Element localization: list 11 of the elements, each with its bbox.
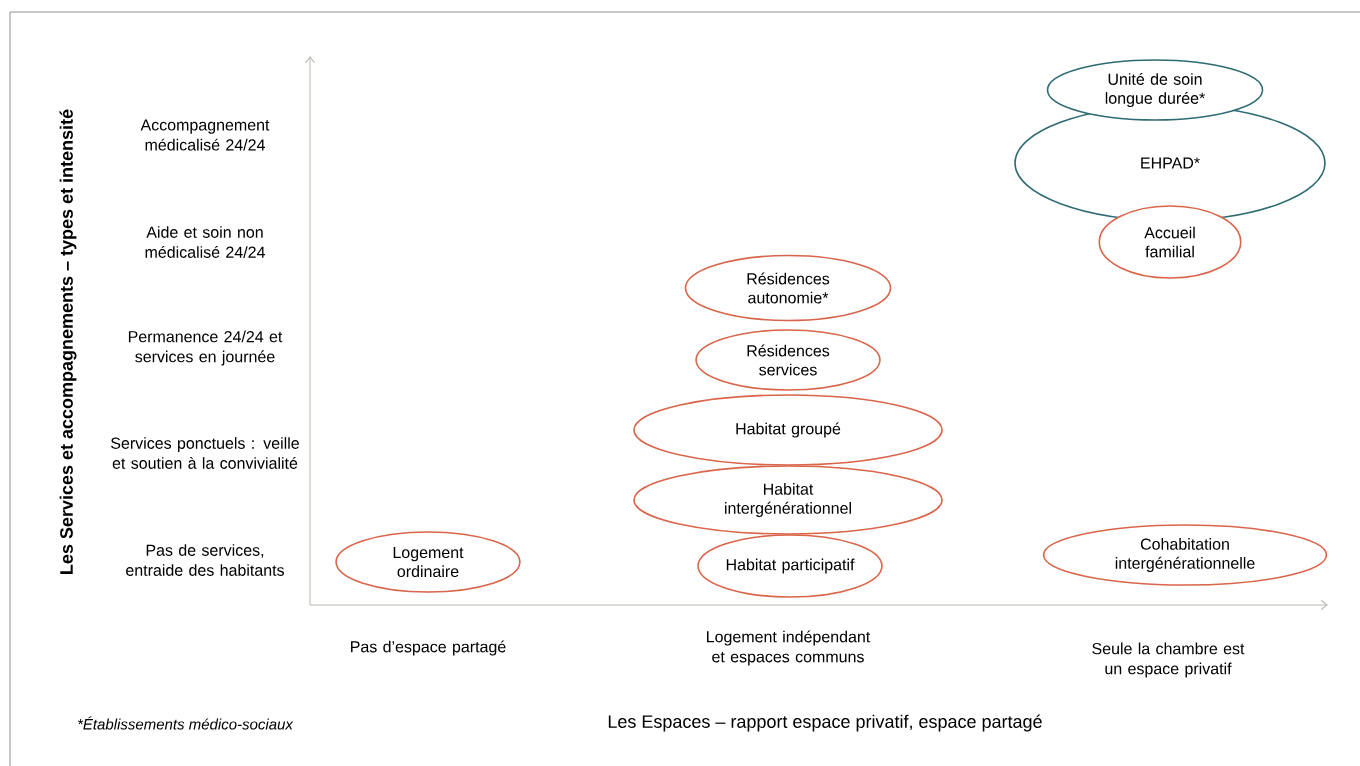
axis-category-label: Pas d’espace partagé [351,640,506,656]
axis-category-label: Pas de services, entraide des habitants [126,544,284,576]
axis-category-label: Logement indépendant et espaces communs [707,630,871,666]
axis-category-label: Seule la chambre est un espace privatif [1092,642,1245,678]
footnote: *Établissements médico-sociaux [77,716,294,730]
axis-category-label: Permanence 24/24 et services en journée [128,330,283,366]
axis-category-label: Services ponctuels : veille et soutien à la convivialité [111,437,299,469]
axis-title: Les Services et accompagnements – types et intensité [59,109,77,574]
axis-category-label: Aide et soin non médicalisé 24/24 [145,226,265,258]
axis-title: Les Espaces – rapport espace privatif, espace partagé [608,714,1042,732]
axis-category-label: Accompagnement médicalisé 24/24 [140,119,270,151]
